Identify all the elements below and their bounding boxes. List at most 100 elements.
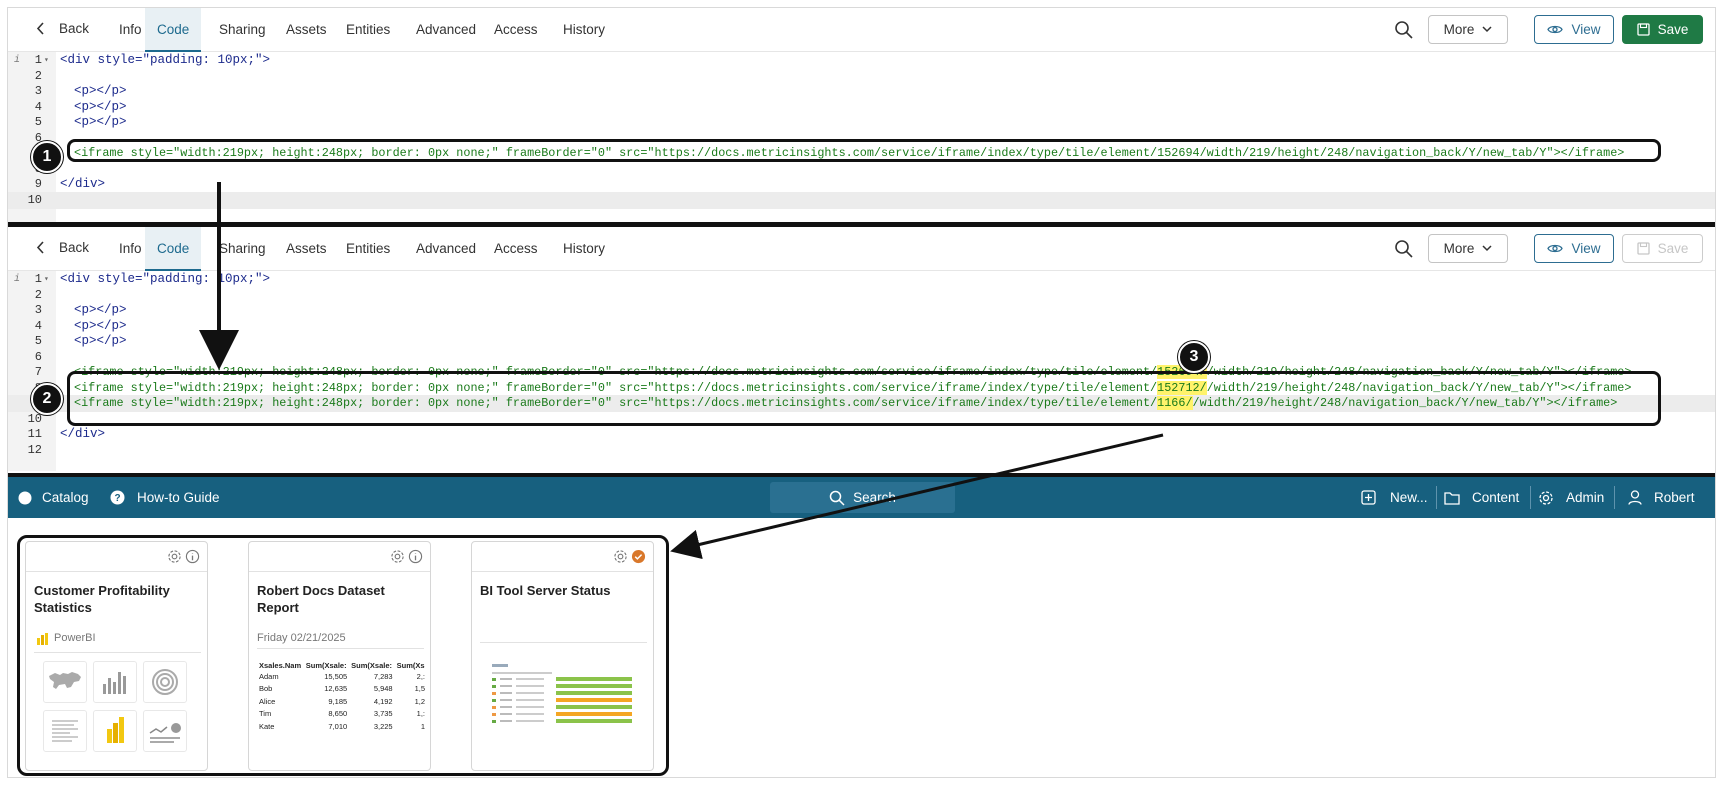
screenshot-frame: Back Info Code Sharing Assets Entities A… <box>7 7 1716 778</box>
user-icon <box>1628 490 1642 505</box>
tile-title: Customer Profitability Statistics <box>34 583 170 615</box>
tab-assets[interactable]: Assets <box>286 22 327 37</box>
gear-icon[interactable] <box>167 549 182 564</box>
more-label: More <box>1443 241 1475 256</box>
tile-header <box>26 542 207 572</box>
editor-toolbar: Back Info Code Sharing Assets Entities A… <box>8 227 1715 271</box>
tab-entities[interactable]: Entities <box>346 241 391 256</box>
table-cell: 1,2 <box>414 696 425 706</box>
nav-divider <box>1530 486 1531 509</box>
line-number: 10 <box>27 192 42 207</box>
table-cell: Kate <box>259 721 275 731</box>
table-cell: 15,505 <box>324 671 348 681</box>
element-id-highlight: 1166/ <box>1157 396 1193 410</box>
code-text: <p></p> <box>74 318 127 333</box>
code-line: 6 <box>8 349 1715 366</box>
code-line: 3 <p></p> <box>8 83 1715 100</box>
chevron-left-icon <box>36 22 44 35</box>
code-text: </div> <box>60 427 106 441</box>
nav-new[interactable]: New... <box>1361 477 1428 518</box>
global-search[interactable]: Search <box>770 482 955 513</box>
table-cell: 7,010 <box>328 721 348 731</box>
floppy-icon <box>1636 23 1650 36</box>
nav-howto[interactable]: ? How-to Guide <box>110 477 220 518</box>
highlight-box-1 <box>67 139 1661 162</box>
info-icon: i <box>14 274 21 285</box>
line-number: 3 <box>34 84 42 98</box>
search-icon[interactable] <box>1394 20 1414 40</box>
tab-code[interactable]: Code <box>145 227 202 271</box>
tab-history[interactable]: History <box>563 241 606 256</box>
back-label: Back <box>59 240 90 255</box>
tab-access[interactable]: Access <box>494 22 538 37</box>
gear-icon[interactable] <box>613 549 628 564</box>
code-line: 9 </div> <box>8 176 1715 193</box>
nav-divider <box>1436 486 1437 509</box>
tab-sharing[interactable]: Sharing <box>219 241 266 256</box>
view-button[interactable]: View <box>1534 15 1614 44</box>
tab-code[interactable]: Code <box>145 8 202 52</box>
save-button[interactable]: Save <box>1622 15 1703 44</box>
line-number: 3 <box>34 303 42 317</box>
nav-new-label: New... <box>1390 490 1428 505</box>
code-text: <p></p> <box>74 99 127 114</box>
gear-icon[interactable] <box>390 549 405 564</box>
nav-content[interactable]: Content <box>1444 477 1519 518</box>
tab-info[interactable]: Info <box>119 22 142 37</box>
tab-assets[interactable]: Assets <box>286 241 327 256</box>
editor-toolbar: Back Info Code Sharing Assets Entities A… <box>8 8 1715 52</box>
tab-history[interactable]: History <box>563 22 606 37</box>
more-button[interactable]: More <box>1428 15 1508 44</box>
nav-catalog[interactable]: Catalog <box>18 477 89 518</box>
code-line: 5<p></p> <box>8 114 1715 131</box>
table-header: Xsales.Nam <box>259 661 302 670</box>
arrow-to-tiles <box>670 433 1164 560</box>
tab-info[interactable]: Info <box>119 241 142 256</box>
table-cell: 1 <box>420 721 425 731</box>
nav-user[interactable]: Robert <box>1628 477 1695 518</box>
back-button[interactable]: Back <box>36 21 89 36</box>
more-button[interactable]: More <box>1428 234 1508 263</box>
table-cell: 9,185 <box>328 696 348 706</box>
nav-howto-label: How-to Guide <box>137 490 220 505</box>
code-text: <p></p> <box>74 84 127 98</box>
tab-entities[interactable]: Entities <box>346 22 391 37</box>
fold-arrow-icon[interactable]: ▾ <box>44 56 49 65</box>
line-number: 6 <box>34 349 42 364</box>
view-button[interactable]: View <box>1534 234 1614 263</box>
tile-customer-profitability[interactable]: Customer Profitability Statistics PowerB… <box>25 541 208 771</box>
tile-robert-docs-dataset[interactable]: Robert Docs Dataset Report Friday 02/21/… <box>248 541 431 771</box>
nav-admin[interactable]: Admin <box>1538 477 1604 518</box>
code-text: <div style="padding: 10px;"> <box>60 53 271 67</box>
code-text: </div> <box>60 177 106 191</box>
chevron-down-icon <box>1482 245 1492 252</box>
table-header: Sum(Xsale: <box>305 661 347 670</box>
info-icon[interactable] <box>408 549 423 564</box>
tab-advanced[interactable]: Advanced <box>416 22 477 37</box>
table-cell: 8,650 <box>328 709 348 719</box>
tab-sharing[interactable]: Sharing <box>219 22 266 37</box>
line-number: 1 <box>34 272 42 286</box>
code-text: <iframe style="width:219px; height:248px… <box>74 380 1631 397</box>
fold-arrow-icon[interactable]: ▾ <box>44 275 49 284</box>
tab-access[interactable]: Access <box>494 241 538 256</box>
search-icon[interactable] <box>1394 239 1414 259</box>
save-label: Save <box>1657 241 1689 256</box>
annotation-arrows <box>199 182 1164 560</box>
certified-check-icon[interactable] <box>631 549 646 564</box>
combo-thumbnail <box>143 710 187 752</box>
table-cell: Alice <box>259 696 276 706</box>
line-number: 9 <box>34 177 42 191</box>
tab-advanced[interactable]: Advanced <box>416 241 477 256</box>
save-button[interactable]: Save <box>1622 234 1703 263</box>
tile-bi-tool-server-status[interactable]: BI Tool Server Status <box>471 541 654 771</box>
tile-header <box>249 542 430 572</box>
view-label: View <box>1571 22 1601 37</box>
info-icon[interactable] <box>185 549 200 564</box>
nav-admin-label: Admin <box>1566 490 1605 505</box>
back-button[interactable]: Back <box>36 240 89 255</box>
iframe-suffix: /width/219/height/248/navigation_back/Y/… <box>1192 396 1618 410</box>
chevron-left-icon <box>36 241 44 254</box>
